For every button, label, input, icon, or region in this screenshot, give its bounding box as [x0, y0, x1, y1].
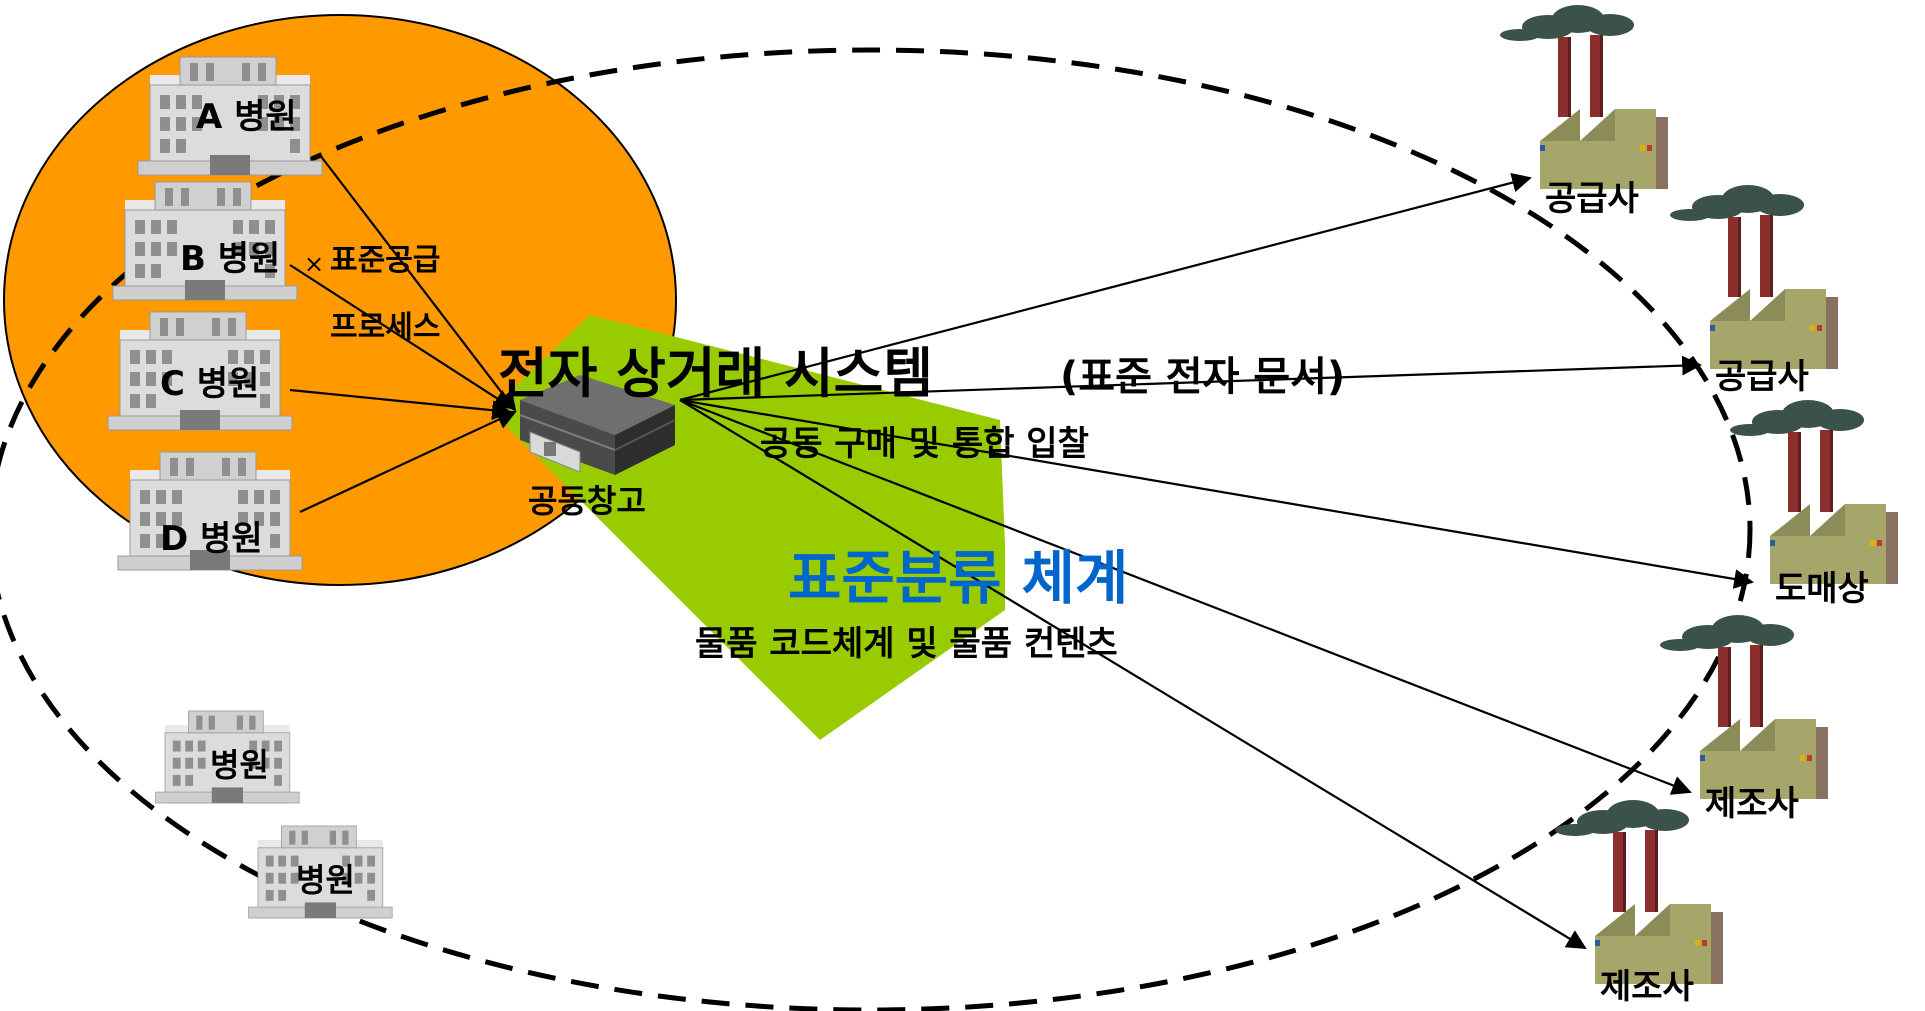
hospital-c-label: C 병원 [160, 364, 259, 404]
network-boundary-ellipse [0, 47, 1753, 1011]
joint-purchase-label: 공동 구매 및 통합 입찰 [760, 424, 1089, 464]
ecommerce-system-subtitle: (표준 전자 문서) [1060, 354, 1345, 400]
factory-wholesaler [1730, 400, 1898, 584]
partner-supplier-2-label: 공급사 [1715, 357, 1809, 397]
hospital-a-label: A 병원 [196, 97, 297, 137]
warehouse-icon [519, 375, 676, 475]
partner-supplier-1-label: 공급사 [1545, 179, 1639, 219]
hospital-d-label: D 병원 [160, 519, 263, 559]
ecommerce-system-title: 전자 상거래 시스템 [498, 342, 933, 405]
classification-subtitle: 물품 코드체계 및 물품 컨텐츠 [695, 624, 1118, 664]
partner-manufacturer-1-label: 제조사 [1705, 784, 1799, 824]
hospital-f-label: 병원 [296, 861, 355, 899]
hospital-links [289, 154, 517, 513]
hospital-e-label: 병원 [210, 746, 269, 784]
partner-wholesaler-label: 도매상 [1775, 569, 1869, 609]
process-label-line1: 표준공급 [330, 243, 440, 278]
link-cross-mark: × [304, 250, 324, 278]
classification-title: 표준분류 체계 [788, 544, 1128, 612]
factory-supplier-2 [1670, 185, 1838, 369]
hospital-b-label: B 병원 [180, 239, 280, 279]
partner-manufacturer-2-label: 제조사 [1600, 967, 1694, 1007]
factory-supplier-1 [1500, 5, 1668, 189]
factory-manufacturer-2 [1555, 800, 1723, 984]
partner-links [679, 172, 1754, 950]
warehouse-label: 공동창고 [528, 482, 646, 520]
